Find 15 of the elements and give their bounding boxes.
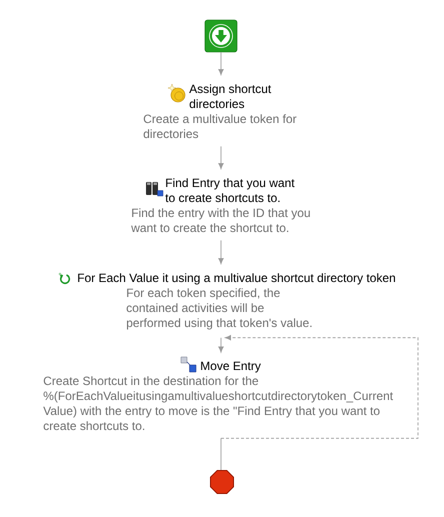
activity-title: Find Entry that you want to create shortcuts to. [165, 178, 294, 202]
activity-description: Create Shortcut in the destination for the %(ForEachValueitusingamultivalueshortcutdirectorytoken_Current Value) with the entry to move is the "Find Entry that you want to create shortcuts to. [43, 376, 393, 430]
arrow [218, 146, 224, 170]
stop-sign-icon [210, 470, 234, 494]
connector-line [220, 438, 222, 470]
activity-description: Find the entry with the ID that you want to create the shortcut to. [131, 208, 310, 232]
activity-title: For Each Value it using a multivalue shortcut directory token [78, 273, 395, 284]
activity-description: For each token specified, the contained activities will be performed using that token's value. [126, 288, 312, 330]
arrow [218, 337, 224, 352]
arrow [218, 52, 224, 76]
activity-description: Create a multivalue token for directories [144, 114, 296, 138]
activity-title: Assign shortcut directories [189, 84, 272, 108]
dashed-arrow [220, 335, 418, 439]
arrow [218, 240, 224, 264]
activity-title: Move Entry [201, 362, 261, 372]
